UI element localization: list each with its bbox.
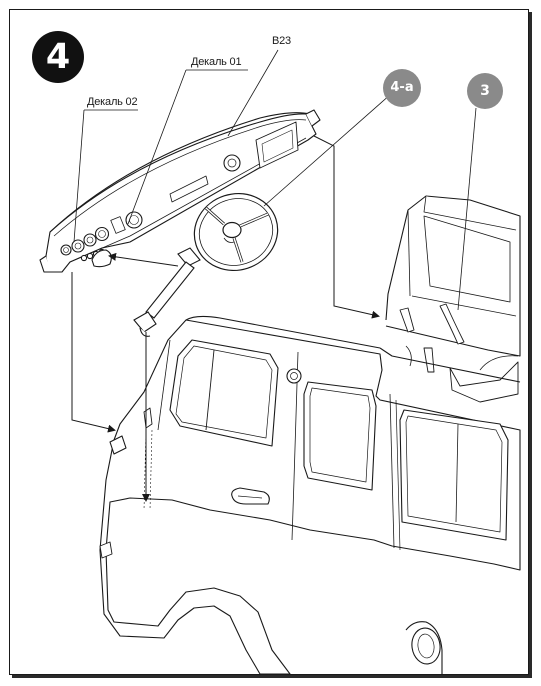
part-label-decal-01: Декаль 01 <box>191 56 242 68</box>
dashboard-part-b23 <box>39 109 321 273</box>
steering-wheel <box>193 193 279 271</box>
van-body <box>99 195 521 674</box>
callout-3: 3 <box>467 73 503 109</box>
part-label-decal-02: Декаль 02 <box>87 96 138 108</box>
callout-4a: 4-a <box>383 69 421 107</box>
placement-arrows <box>71 135 380 502</box>
steering-column <box>133 247 201 337</box>
label-leader-lines <box>73 49 477 311</box>
step-number-badge: 4 <box>32 31 84 83</box>
part-label-b23: B23 <box>272 35 291 47</box>
assembly-diagram <box>39 49 521 674</box>
step-frame: 4 4-a 3 B23 Декаль 01 Декаль 02 <box>9 9 529 675</box>
